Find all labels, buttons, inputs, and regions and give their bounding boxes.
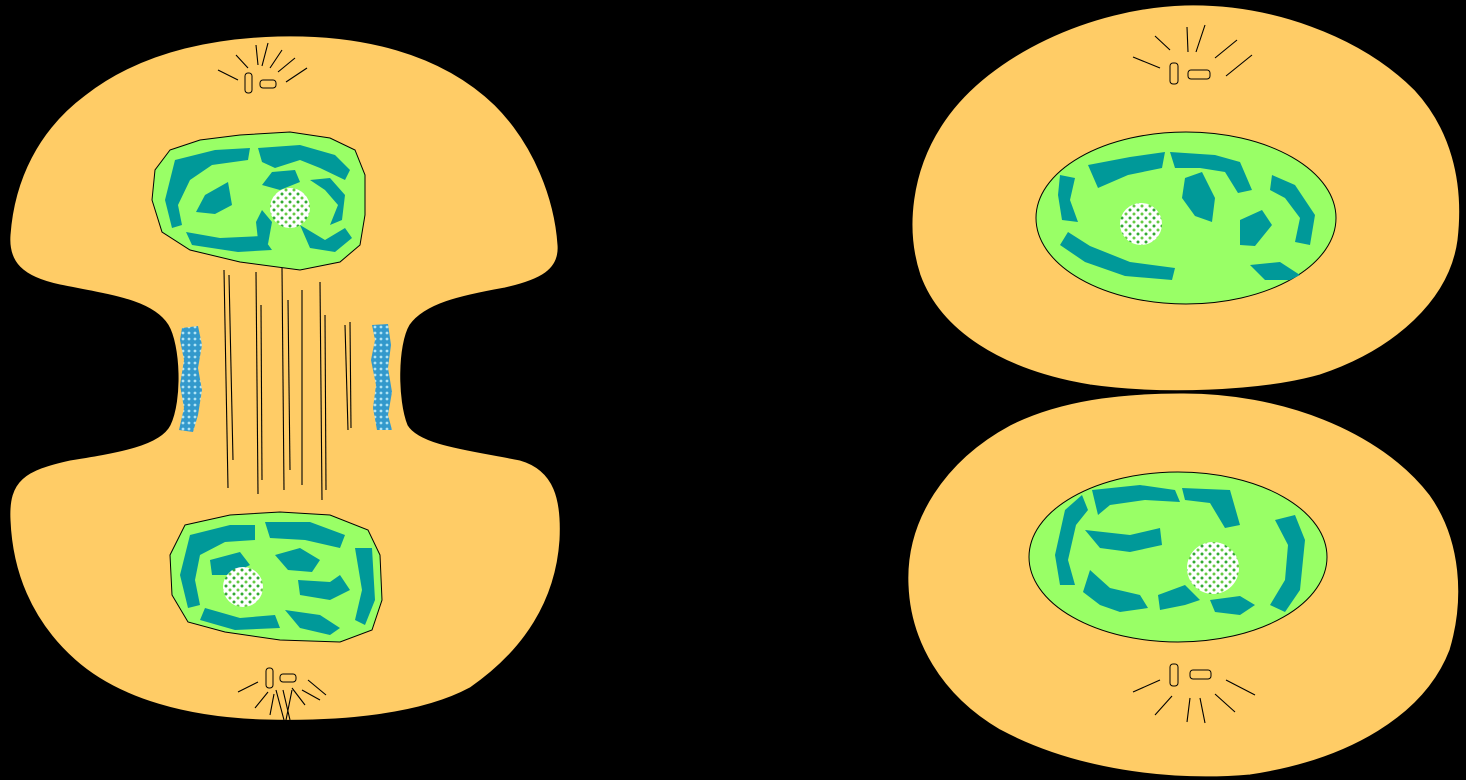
centriole-icon xyxy=(260,80,276,88)
centriole-icon xyxy=(245,73,252,93)
centriole-icon xyxy=(1170,664,1178,686)
centriole-icon xyxy=(266,668,273,688)
nucleolus xyxy=(1120,203,1162,245)
daughter-nucleus-bottom xyxy=(1029,472,1327,642)
nucleolus xyxy=(223,567,263,607)
daughter-cell-bottom xyxy=(908,393,1459,777)
centriole-icon xyxy=(1190,670,1211,679)
daughter-nucleus-top xyxy=(1036,132,1336,304)
telophase-nucleus-bottom xyxy=(170,512,382,642)
centriole-icon xyxy=(1170,63,1178,84)
centriole-icon xyxy=(1188,70,1210,79)
centriole-icon xyxy=(280,674,296,682)
nucleolus xyxy=(270,188,310,228)
nucleolus xyxy=(1187,542,1239,594)
